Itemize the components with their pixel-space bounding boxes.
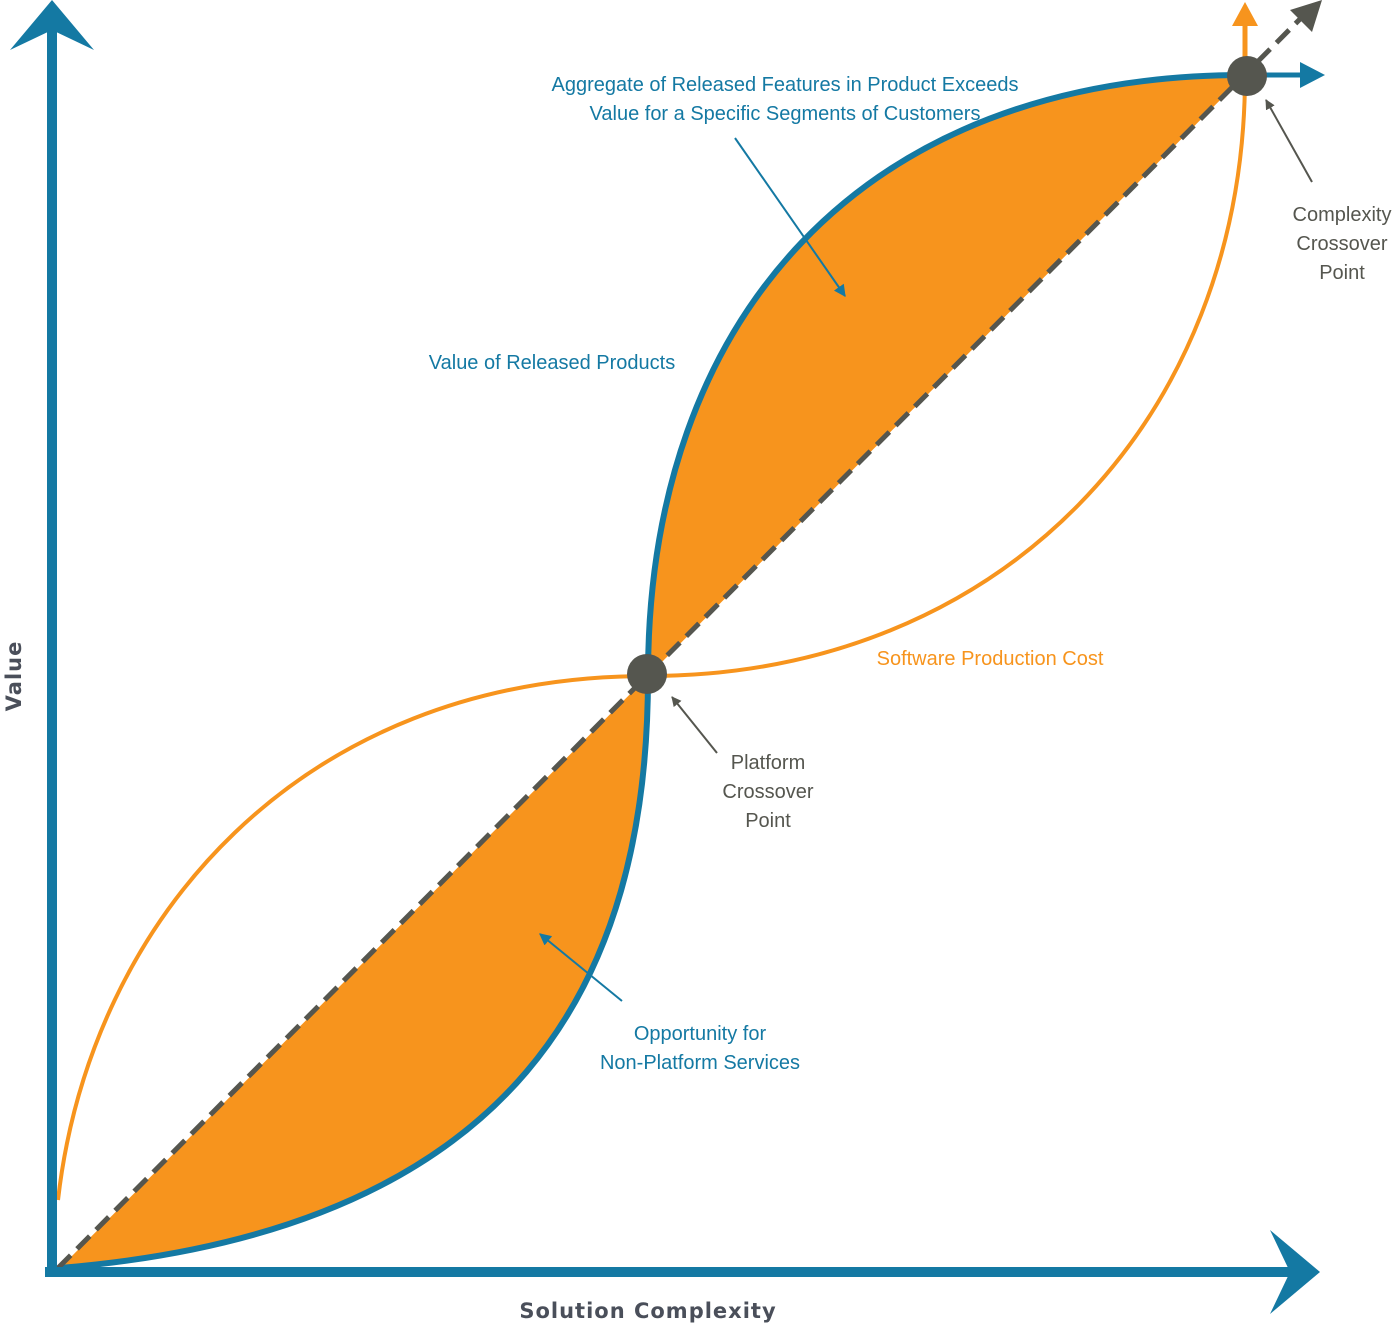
- complexity-label-line1: Complexity: [1293, 204, 1392, 226]
- y-axis-arrowhead: [10, 0, 94, 50]
- cost-curve-label: Software Production Cost: [877, 648, 1104, 670]
- diagonal-arrowhead: [1290, 0, 1322, 32]
- aggregate-label-line1: Aggregate of Released Features in Produc…: [552, 74, 1019, 96]
- diagonal-dashed-line: [56, 12, 1307, 1270]
- opportunity-label-line1: Opportunity for: [634, 1023, 767, 1045]
- aggregate-label-line2: Value for a Specific Segments of Custome…: [590, 103, 981, 125]
- platform-label-line1: Platform: [731, 752, 805, 774]
- cost-arrowhead: [1232, 2, 1258, 26]
- x-axis-arrowhead: [1270, 1230, 1320, 1314]
- platform-crossover-point: [627, 654, 667, 694]
- platform-callout-arrow: [671, 696, 718, 754]
- x-axis-label: Solution Complexity: [519, 1299, 776, 1323]
- complexity-callout-arrow: [1265, 99, 1313, 183]
- y-axis-label: Value: [2, 641, 26, 712]
- platform-label-line2: Crossover: [722, 781, 813, 803]
- complexity-label-line2: Crossover: [1296, 233, 1387, 255]
- platform-label-line3: Point: [745, 810, 791, 832]
- opportunity-callout-arrow: [539, 933, 623, 1002]
- value-curve-label: Value of Released Products: [429, 352, 675, 374]
- value-arrowhead: [1300, 62, 1325, 88]
- opportunity-label-line2: Non-Platform Services: [600, 1052, 800, 1074]
- complexity-label-line3: Point: [1319, 262, 1365, 284]
- aggregate-callout-arrow: [734, 137, 846, 297]
- complexity-crossover-point: [1227, 56, 1267, 96]
